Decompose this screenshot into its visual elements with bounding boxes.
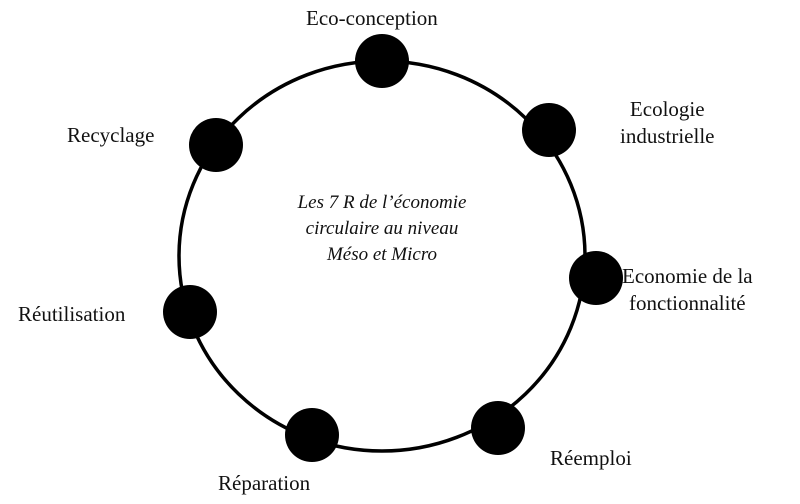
node-dot-recyclage	[189, 118, 243, 172]
node-dot-reutilisation	[163, 285, 217, 339]
label-line: Eco-conception	[306, 6, 438, 30]
title-line: Méso et Micro	[326, 244, 438, 265]
label-line: fonctionnalité	[628, 291, 746, 315]
label-line: Recyclage	[67, 123, 155, 147]
node-dot-reemploi	[471, 401, 525, 455]
node-label-ecologie-industrielle: Ecologie industrielle	[620, 96, 714, 150]
node-label-economie-fonctionnalite: Economie de la fonctionnalité	[622, 263, 753, 317]
node-dot-ecologie-industrielle	[522, 103, 576, 157]
node-label-reemploi: Réemploi	[550, 445, 632, 472]
label-line: Réutilisation	[18, 302, 126, 326]
node-label-reparation: Réparation	[218, 470, 310, 497]
node-dot-eco-conception	[355, 34, 409, 88]
label-line: Ecologie	[629, 97, 705, 121]
node-label-reutilisation: Réutilisation	[18, 301, 125, 328]
title-line: Les 7 R de l’économie	[297, 192, 467, 213]
label-line: Réemploi	[550, 446, 632, 470]
node-dot-economie-fonctionnalite	[569, 251, 623, 305]
label-line: Réparation	[218, 471, 311, 495]
node-label-recyclage: Recyclage	[67, 122, 154, 149]
label-line: Economie de la	[622, 264, 753, 288]
label-line: industrielle	[620, 124, 715, 148]
node-label-eco-conception: Eco-conception	[306, 5, 438, 32]
node-dot-reparation	[285, 408, 339, 462]
title-line: circulaire au niveau	[305, 218, 459, 239]
diagram-title: Les 7 R de l’économie circulaire au nive…	[232, 190, 532, 268]
